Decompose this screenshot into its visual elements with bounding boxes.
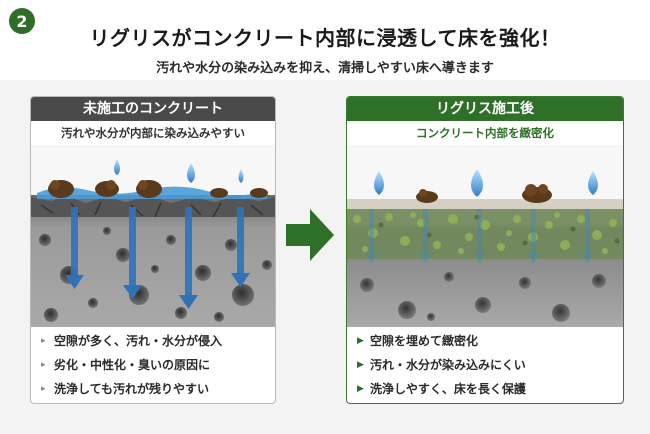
dirt-clump-icon [210,188,228,198]
water-drop-icon [187,163,195,183]
list-item: ▸劣化・中性化・臭いの原因に [41,353,267,377]
water-drop-icon [114,159,120,175]
triangle-bullet-icon: ▶ [357,384,364,394]
dirt-clump-icon [416,189,438,203]
untreated-panel-heading: 未施工のコンクリート [31,97,275,121]
water-drop-icon [374,171,384,195]
small-triangle-bullet-icon: ▸ [41,336,46,346]
untreated-panel-caption: 汚れや水分が内部に染み込みやすい [61,126,245,140]
treated-concrete-illustration [347,145,623,327]
list-item: ▸洗浄しても汚れが残りやすい [41,377,267,401]
list-item: ▶空隙を埋めて緻密化 [357,329,615,353]
treated-panel-caption: コンクリート内部を緻密化 [416,126,554,140]
down-arrow-icon [123,207,142,299]
comparison-area: 未施工のコンクリート 汚れや水分が内部に染み込みやすい [0,80,650,434]
water-drop-icon [471,169,483,197]
right-arrow-icon [286,209,334,261]
list-item: ▶汚れ・水分が染み込みにくい [357,353,615,377]
down-arrow-icon [179,207,198,309]
list-item: ▸空隙が多く、汚れ・水分が侵入 [41,329,267,353]
list-item: ▶洗浄しやすく、床を長く保護 [357,377,615,401]
dirt-clump-icon [522,184,552,203]
down-arrow-icon [231,207,250,287]
water-drop-icon [238,169,244,183]
untreated-bullet-list: ▸空隙が多く、汚れ・水分が侵入 ▸劣化・中性化・臭いの原因に ▸洗浄しても汚れが… [41,329,267,401]
triangle-bullet-icon: ▶ [357,360,364,370]
down-arrow-icon [65,207,84,289]
dirt-clump-icon [95,180,119,197]
dirt-clump-icon [136,180,162,198]
treated-bullet-list: ▶空隙を埋めて緻密化 ▶汚れ・水分が染み込みにくい ▶洗浄しやすく、床を長く保護 [357,329,615,401]
dirt-clump-icon [48,180,74,198]
page-title: リグリスがコンクリート内部に浸透して床を強化！ [89,26,561,50]
treated-concrete-panel: リグリス施工後 コンクリート内部を緻密化 [346,96,624,404]
small-triangle-bullet-icon: ▸ [41,360,46,370]
dirt-clump-icon [250,188,268,198]
treated-panel-heading: リグリス施工後 [347,97,623,121]
untreated-concrete-panel: 未施工のコンクリート 汚れや水分が内部に染み込みやすい [30,96,276,404]
small-triangle-bullet-icon: ▸ [41,384,46,394]
step-number-badge: 2 [9,8,35,34]
water-drop-icon [588,171,598,195]
triangle-bullet-icon: ▶ [357,336,364,346]
page-subtitle: 汚れや水分の染み込みを抑え、清掃しやすい床へ導きます [156,61,494,76]
untreated-concrete-illustration [31,145,275,327]
